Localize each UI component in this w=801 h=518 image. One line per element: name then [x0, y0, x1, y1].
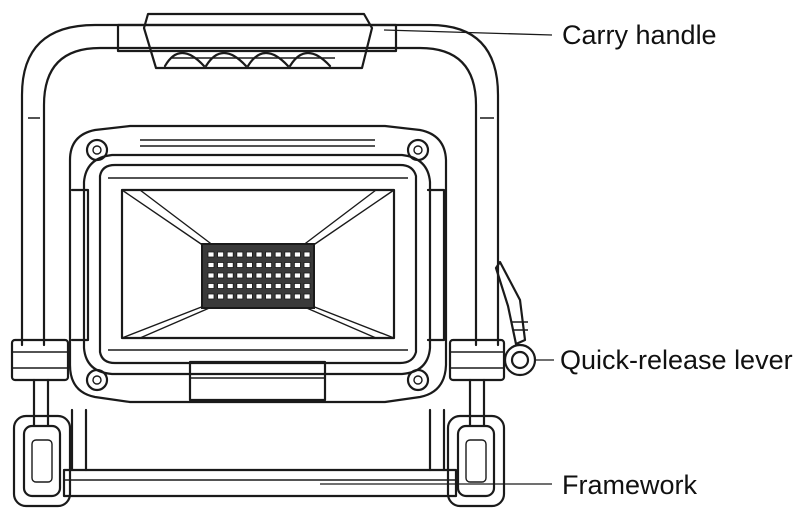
led-cell — [217, 262, 225, 268]
label-framework: Framework — [562, 470, 698, 500]
led-cell — [236, 272, 244, 279]
leader-lines — [320, 29, 554, 485]
led-cell — [274, 293, 282, 300]
led-cell — [245, 272, 253, 279]
led-cell — [226, 262, 234, 268]
led-cell — [303, 251, 311, 258]
led-cells — [207, 251, 311, 300]
led-cell — [265, 293, 273, 300]
leader-carry-handle — [383, 29, 553, 36]
led-array — [201, 243, 315, 309]
led-cell — [274, 251, 282, 258]
light-housing — [68, 124, 448, 404]
framework — [32, 378, 486, 498]
led-cell — [265, 251, 273, 258]
led-cell — [226, 283, 234, 289]
led-cell — [284, 293, 292, 300]
led-cell — [236, 251, 244, 258]
led-cell — [236, 293, 244, 300]
led-cell — [217, 283, 225, 289]
led-cell — [284, 251, 292, 258]
led-cell — [255, 283, 263, 289]
led-cell — [207, 262, 215, 268]
led-cell — [265, 262, 273, 268]
led-cell — [236, 283, 244, 289]
led-cell — [274, 272, 282, 279]
led-cell — [293, 293, 301, 300]
led-cell — [217, 272, 225, 279]
led-cell — [284, 262, 292, 268]
wheels — [12, 414, 506, 508]
led-cell — [293, 272, 301, 279]
led-cell — [255, 262, 263, 268]
led-cell — [265, 283, 273, 289]
corner-bolts — [85, 138, 430, 392]
led-cell — [284, 283, 292, 289]
led-cell — [226, 272, 234, 279]
led-cell — [245, 251, 253, 258]
led-cell — [226, 251, 234, 258]
led-cell — [293, 262, 301, 268]
carry-handle — [116, 12, 398, 70]
led-cell — [284, 272, 292, 279]
led-cell — [245, 262, 253, 268]
led-cell — [255, 272, 263, 279]
led-cell — [217, 293, 225, 300]
led-cell — [255, 251, 263, 258]
led-cell — [303, 293, 311, 300]
reflector — [120, 188, 396, 340]
led-cell — [207, 293, 215, 300]
led-cell — [207, 272, 215, 279]
label-carry-handle: Carry handle — [562, 20, 717, 50]
led-cell — [207, 283, 215, 289]
led-cell — [226, 293, 234, 300]
led-cell — [303, 283, 311, 289]
led-cell — [217, 251, 225, 258]
led-cell — [236, 262, 244, 268]
led-cell — [293, 251, 301, 258]
label-quick-release-lever: Quick-release lever — [560, 345, 793, 375]
led-cell — [255, 293, 263, 300]
led-cell — [274, 262, 282, 268]
led-cell — [265, 272, 273, 279]
quick-release-lever — [494, 260, 537, 377]
led-cell — [207, 251, 215, 258]
led-cell — [245, 293, 253, 300]
led-cell — [274, 283, 282, 289]
led-cell — [293, 283, 301, 289]
led-cell — [303, 272, 311, 279]
led-cell — [303, 262, 311, 268]
led-cell — [245, 283, 253, 289]
